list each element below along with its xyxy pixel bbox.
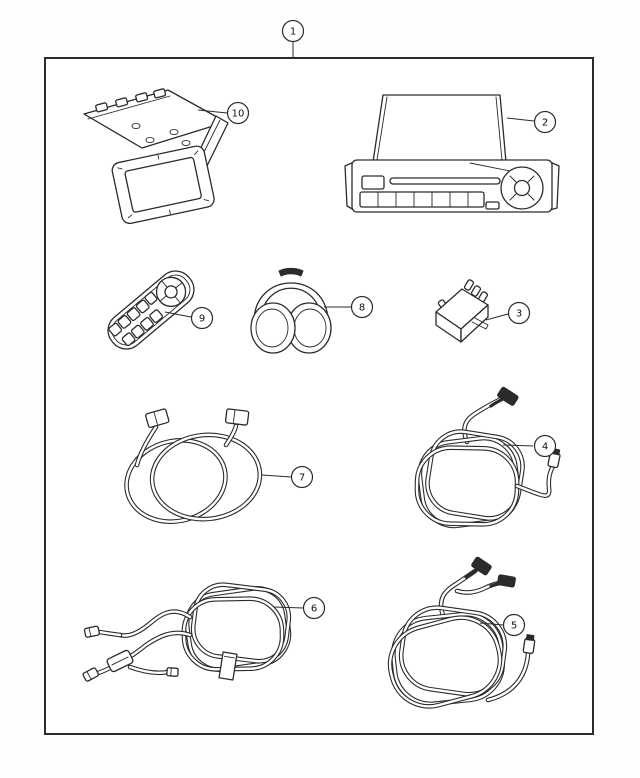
harness-lead-bottom: [485, 651, 531, 703]
callout-number: 8: [359, 303, 365, 314]
part-head-unit: 2: [344, 94, 560, 213]
leader-line: [197, 109, 228, 114]
callout-circle: [533, 110, 557, 134]
module-prong: [471, 317, 489, 330]
part-wiring-harness-5: 5: [387, 556, 536, 709]
callout-number: 9: [199, 314, 205, 325]
harness-connector-small: [522, 634, 536, 655]
callout-circle: [350, 295, 374, 319]
callout-circle: [290, 465, 314, 489]
harness-tag: [218, 651, 238, 681]
leader-line: [273, 606, 304, 609]
harness-connector-b: [497, 574, 516, 588]
monitor-bezel: [111, 145, 215, 225]
module-pin: [463, 279, 475, 291]
raised-screen: [372, 94, 507, 163]
spade-terminal: [83, 625, 100, 638]
lead-sheath: [464, 568, 479, 579]
part-headphones: 8: [250, 267, 374, 354]
callout-number: 10: [232, 109, 245, 120]
callout-number: 2: [542, 118, 548, 129]
harness-coil: [181, 582, 292, 673]
control-dial: [500, 166, 544, 210]
part-connector-module: 3: [435, 279, 531, 343]
part-wiring-harness-4: 4: [414, 386, 561, 529]
part-cable: 7: [124, 408, 314, 524]
leader-line: [502, 444, 534, 447]
remote-dpad: [155, 276, 187, 308]
callout-1-assembly: 1: [281, 19, 305, 59]
ear-cups: [250, 302, 332, 354]
cable-connector-right: [224, 408, 250, 426]
callout-number: 7: [299, 473, 305, 484]
disc-slot: [389, 177, 501, 185]
button-row: [359, 191, 485, 208]
harness-coil: [414, 429, 525, 529]
callout-number: 1: [290, 27, 296, 38]
headband-pad: [278, 267, 304, 277]
callout-circle: [533, 434, 557, 458]
callout-number: 6: [311, 604, 317, 615]
module-body: [435, 279, 489, 343]
callout-number: 5: [511, 621, 517, 632]
eject-button: [361, 175, 385, 190]
leader-line: [506, 117, 535, 122]
remote-buttons: [108, 291, 164, 347]
callout-number: 3: [516, 309, 522, 320]
leader-line: [164, 311, 192, 318]
harness-lead-right: [514, 463, 556, 498]
leader-line: [479, 622, 504, 626]
callout-circle: [190, 306, 214, 330]
callout-circle: [226, 101, 250, 125]
small-button: [485, 201, 500, 210]
cable-coil: [124, 423, 263, 524]
part-overhead-monitor: 10: [83, 88, 250, 225]
inline-component: [106, 649, 134, 673]
head-unit-body: [344, 159, 560, 213]
leader-line: [261, 474, 292, 478]
callout-number: 4: [542, 442, 548, 453]
harness-coil: [387, 605, 508, 709]
harness-connector-mid: [166, 667, 179, 677]
monitor-screen: [124, 156, 202, 213]
callout-circle: [302, 596, 326, 620]
callout-circle: [502, 613, 526, 637]
callout-circle: [281, 19, 305, 43]
part-remote-control: 9: [107, 270, 214, 350]
harness-connector-a: [471, 556, 492, 576]
harness-connector-bottom-left: [82, 667, 100, 682]
remote-body: [107, 270, 195, 350]
callout-circle: [507, 301, 531, 325]
cable-connector-left: [145, 408, 170, 428]
part-wiring-harness-6: 6: [82, 582, 326, 682]
leader-line: [485, 313, 509, 321]
harness-connector-top: [497, 386, 519, 406]
monitor-bracket: [83, 88, 229, 169]
